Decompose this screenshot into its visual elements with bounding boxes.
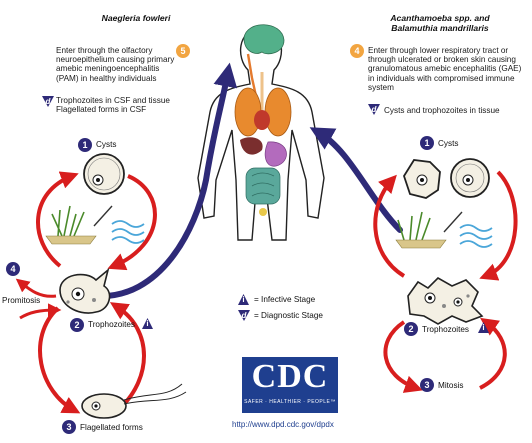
left-stage-4-number: 4 — [6, 262, 20, 276]
infective-stage-icon: i — [142, 318, 153, 329]
left-to-human-arrow — [93, 62, 238, 300]
left-lung — [234, 87, 262, 137]
step-4-badge: 4 — [350, 44, 364, 58]
bladder — [259, 208, 267, 216]
left-stage-3-number: 3 — [62, 420, 76, 434]
legend-infective-label: = Infective Stage — [254, 295, 316, 304]
acanthamoeba-title-line1: Acanthamoeba spp. and — [390, 13, 490, 23]
right-diagnostic-stage-icon: d — [368, 104, 380, 115]
balamuthia-cyst-illustration — [450, 158, 490, 198]
balamuthia-title-line2: Balamuthia mandrillaris — [391, 23, 489, 33]
step-4-description: Enter through lower respiratory tract or… — [368, 46, 522, 92]
right-cysts-label: Cysts — [438, 139, 459, 148]
legend-diagnostic-icon: d — [238, 310, 250, 321]
legend-infective-icon: i — [238, 294, 249, 305]
nasal-tract — [246, 53, 258, 97]
acanthamoeba-trophozoite-illustration — [407, 277, 484, 325]
right-stage-2-number: 2 — [404, 322, 418, 336]
right-cycle-arrows — [373, 170, 518, 393]
promitosis-label: Promitosis — [2, 296, 41, 305]
brain-shape — [243, 24, 285, 55]
right-trophozoites-label: Trophozoites — [422, 325, 470, 334]
left-environment-illustration — [45, 205, 145, 245]
step-5-badge: 5 — [176, 44, 190, 58]
right-lung — [264, 87, 292, 137]
right-environment-illustration — [395, 211, 493, 249]
right-diagnostic-description: Cysts and trophozoites in tissue — [384, 106, 500, 115]
legend-diagnostic-label: = Diagnostic Stage — [254, 311, 323, 320]
step-5-description: Enter through the olfactory neuroepithel… — [56, 46, 175, 83]
right-stage-3-number: 3 — [420, 378, 434, 392]
left-cysts-label: Cysts — [96, 140, 117, 149]
naegleria-flagellate-illustration — [81, 383, 187, 419]
heart — [254, 110, 270, 130]
right-infective-stage-icon: i — [478, 322, 489, 333]
naegleria-cyst-illustration — [83, 153, 125, 195]
right-stage-1-number: 1 — [420, 136, 434, 150]
naegleria-trophozoite-illustration — [59, 267, 111, 314]
left-trophozoites-label: Trophozoites — [88, 320, 136, 329]
left-stage-2-number: 2 — [70, 318, 84, 332]
cdc-logo: CDC SAFER · HEALTHIER · PEOPLE™ — [242, 357, 338, 413]
acanthamoeba-cyst-illustration — [403, 159, 441, 199]
source-url-link[interactable]: http://www.dpd.cdc.gov/dpdx — [232, 420, 334, 429]
human-body-figure — [197, 24, 325, 241]
mitosis-label: Mitosis — [438, 381, 464, 390]
naegleria-title: Naegleria fowleri — [101, 13, 171, 23]
stomach — [264, 141, 287, 167]
liver — [240, 137, 263, 155]
diagnostic-stage-icon: d — [42, 96, 54, 107]
left-diagnostic-description: Trophozoites in CSF and tissue Flagellat… — [56, 96, 170, 115]
cdc-logo-text: CDC — [251, 358, 329, 395]
cdc-logo-tagline: SAFER · HEALTHIER · PEOPLE™ — [244, 399, 336, 405]
flagellated-forms-label: Flagellated forms — [80, 423, 143, 432]
right-to-human-arrow — [309, 127, 403, 233]
left-stage-1-number: 1 — [78, 138, 92, 152]
